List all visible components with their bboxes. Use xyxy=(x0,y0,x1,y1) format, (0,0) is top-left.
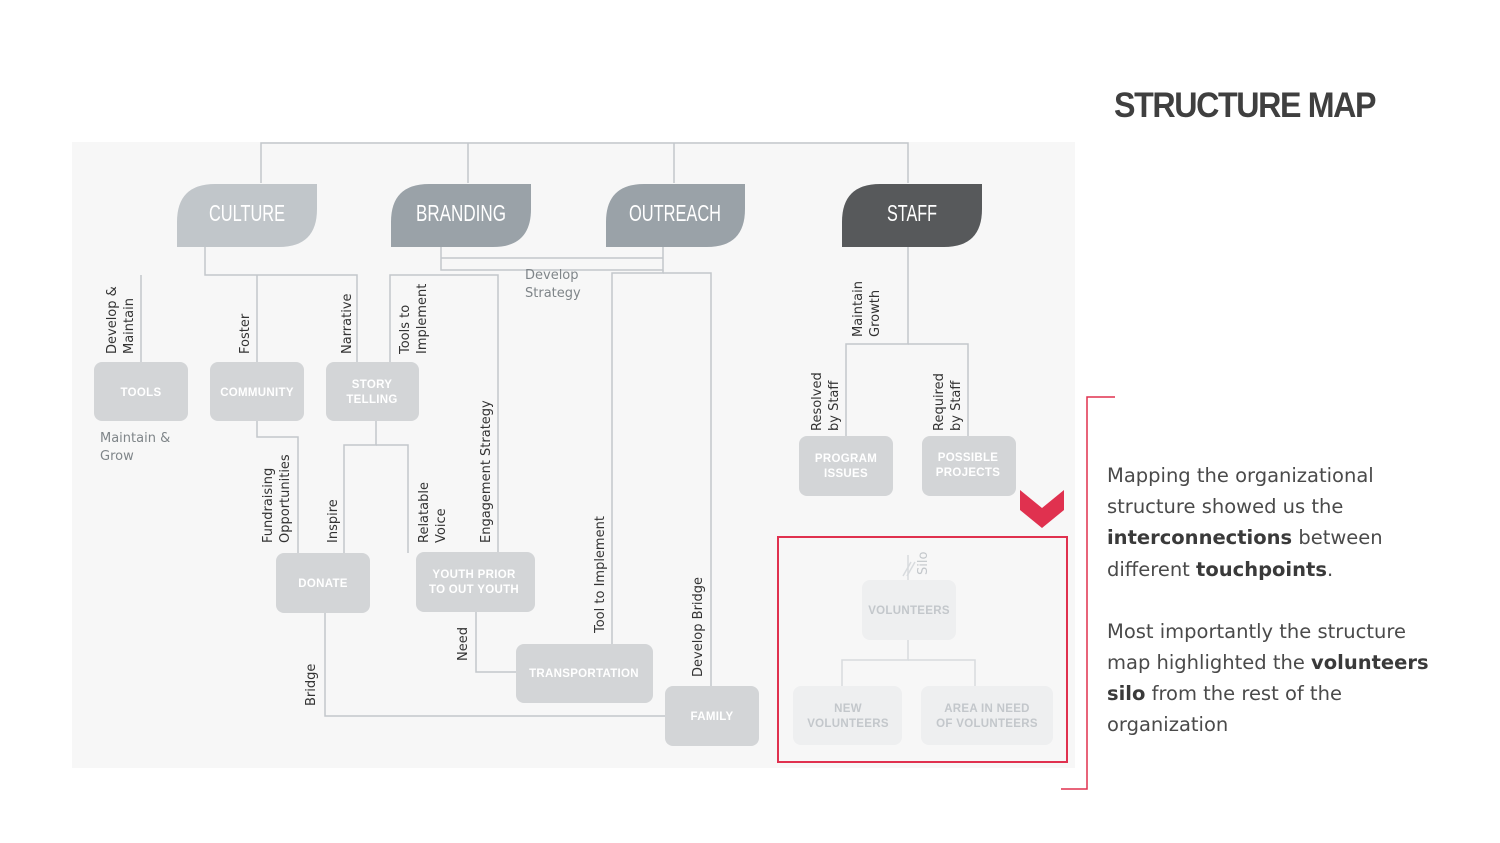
category-branding-label: BRANDING xyxy=(416,200,506,226)
description-text: Most importantly the structure map highl… xyxy=(1107,619,1406,675)
bracket-line xyxy=(1061,396,1115,790)
node-youth-prior-line2: TO OUT YOUTH xyxy=(429,584,519,596)
label-maintain-growth-2: Growth xyxy=(868,290,883,337)
node-area-in-need-line2: OF VOLUNTEERS xyxy=(936,718,1038,730)
label-resolved-by-staff-2: by Staff xyxy=(827,380,842,431)
category-outreach: OUTREACH xyxy=(606,184,745,247)
label-tools-implement-2: Implement xyxy=(415,284,430,354)
node-donate-label: DONATE xyxy=(298,578,348,590)
label-required-by-staff-1: Required xyxy=(932,373,947,431)
category-outreach-label: OUTREACH xyxy=(629,200,721,226)
description-paragraph-2: Most importantly the structure map highl… xyxy=(1107,616,1437,741)
category-staff: STAFF xyxy=(842,184,982,247)
node-story-telling-line1: STORY xyxy=(352,379,393,391)
label-need: Need xyxy=(456,627,471,661)
label-fundraising-1: Fundraising xyxy=(261,468,276,543)
label-relatable-2: Voice xyxy=(434,508,449,543)
label-tools-implement-1: Tools to xyxy=(398,305,413,355)
label-develop-maintain-2: Maintain xyxy=(122,298,137,354)
node-donate: DONATE xyxy=(276,553,370,613)
node-possible-projects-line1: POSSIBLE xyxy=(938,452,999,464)
node-story-telling-line2: TELLING xyxy=(346,394,397,406)
node-new-volunteers: NEW VOLUNTEERS xyxy=(793,686,902,745)
node-tools: TOOLS xyxy=(94,362,188,421)
label-required-by-staff-2: by Staff xyxy=(949,380,964,431)
label-resolved-by-staff-1: Resolved xyxy=(810,372,825,431)
node-program-issues-line1: PROGRAM xyxy=(815,453,877,465)
description-emphasis: touchpoints xyxy=(1196,557,1327,581)
category-staff-label: STAFF xyxy=(887,200,937,226)
node-volunteers: VOLUNTEERS xyxy=(862,580,956,640)
description-text: from the rest of the organization xyxy=(1107,682,1342,737)
silo-connector xyxy=(841,555,976,686)
description-paragraph-1: Mapping the organizational structure sho… xyxy=(1107,460,1437,585)
node-story-telling: STORY TELLING xyxy=(326,362,419,421)
label-develop-strategy-2: Strategy xyxy=(525,286,581,301)
node-area-in-need-line1: AREA IN NEED xyxy=(944,703,1030,715)
category-culture-label: CULTURE xyxy=(209,200,285,226)
node-program-issues-line2: ISSUES xyxy=(824,468,868,480)
label-inspire: Inspire xyxy=(326,499,341,543)
connector-lines xyxy=(140,142,969,717)
label-maintain-grow-2: Grow xyxy=(100,449,134,464)
description-text: between different xyxy=(1107,526,1383,581)
node-possible-projects-line2: PROJECTS xyxy=(936,467,1000,479)
node-program-issues: PROGRAM ISSUES xyxy=(799,436,893,496)
label-silo: Silo xyxy=(916,552,931,575)
node-transportation-label: TRANSPORTATION xyxy=(529,668,639,680)
label-maintain-growth-1: Maintain xyxy=(851,281,866,337)
chevron-down-icon xyxy=(1020,490,1064,528)
description-emphasis: volunteers silo xyxy=(1107,651,1429,706)
category-culture: CULTURE xyxy=(177,184,317,247)
label-develop-maintain-1: Develop & xyxy=(105,286,120,354)
silo-highlight-box xyxy=(777,536,1068,763)
node-new-volunteers-line2: VOLUNTEERS xyxy=(807,718,889,730)
node-youth-prior: YOUTH PRIOR TO OUT YOUTH xyxy=(416,552,535,612)
node-family: FAMILY xyxy=(665,686,759,746)
node-area-in-need: AREA IN NEED OF VOLUNTEERS xyxy=(921,686,1053,745)
label-tool-to-implement: Tool to Implement xyxy=(593,516,608,634)
node-community: COMMUNITY xyxy=(210,362,304,421)
label-maintain-grow-1: Maintain & xyxy=(100,431,170,446)
description-emphasis: interconnections xyxy=(1107,526,1293,550)
category-branding: BRANDING xyxy=(391,184,531,247)
description-text: . xyxy=(1326,557,1334,581)
node-volunteers-label: VOLUNTEERS xyxy=(868,605,950,617)
node-tools-label: TOOLS xyxy=(121,387,162,399)
label-relatable-1: Relatable xyxy=(417,482,432,543)
node-youth-prior-line1: YOUTH PRIOR xyxy=(432,569,516,581)
label-develop-strategy-1: Develop xyxy=(525,268,579,283)
description-text: Mapping the organizational structure sho… xyxy=(1107,464,1374,519)
node-family-label: FAMILY xyxy=(691,711,734,723)
description: Mapping the organizational structure sho… xyxy=(1107,460,1437,772)
label-foster: Foster xyxy=(238,313,253,354)
node-new-volunteers-line1: NEW xyxy=(834,703,862,715)
label-engagement-strategy: Engagement Strategy xyxy=(479,400,494,543)
node-transportation: TRANSPORTATION xyxy=(516,644,653,703)
node-community-label: COMMUNITY xyxy=(220,387,294,399)
label-bridge: Bridge xyxy=(304,664,319,706)
node-possible-projects: POSSIBLE PROJECTS xyxy=(922,436,1016,496)
label-narrative: Narrative xyxy=(340,293,355,354)
label-develop-bridge: Develop Bridge xyxy=(691,577,706,677)
label-fundraising-2: Opportunities xyxy=(278,454,293,543)
page-title: STRUCTURE MAP xyxy=(1114,86,1377,125)
